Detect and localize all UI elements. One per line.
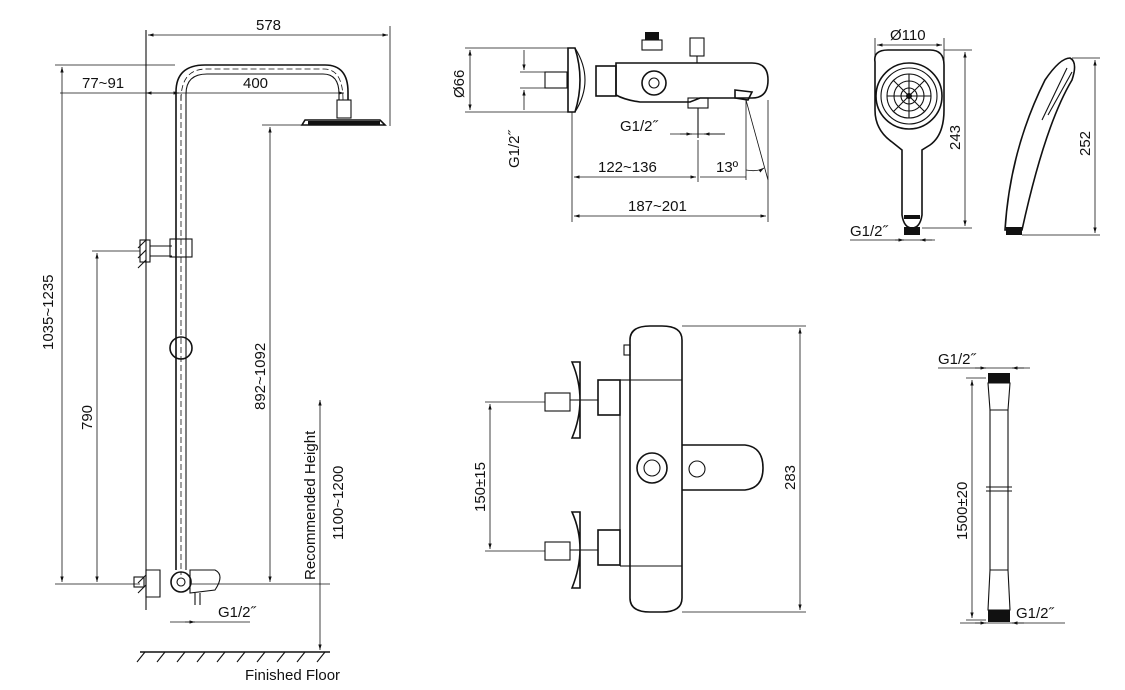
dim-892-1092: 892~1092	[252, 343, 269, 410]
shower-hose-view: G1/2˝ 1500±20 G1/2˝	[938, 351, 1065, 625]
mixer-front-view: 150±15 283	[472, 325, 806, 613]
hand-shower-view: Ø110 243 252 G1/2˝	[850, 27, 1100, 242]
dim-hose-top-thread: G1/2˝	[938, 351, 977, 368]
dim-77-91: 77~91	[82, 75, 124, 92]
dim-243: 243	[947, 125, 964, 150]
dim-hand-thread: G1/2˝	[850, 223, 889, 240]
floor-hatch	[136, 651, 326, 663]
dim-283: 283	[782, 465, 799, 490]
dim-187-201: 187~201	[628, 198, 687, 215]
dim-400: 400	[243, 75, 268, 92]
spray-pattern	[886, 73, 932, 119]
dim-1500-20: 1500±20	[954, 482, 971, 540]
dim-252: 252	[1077, 131, 1094, 156]
shower-column-view: 578 77~91 400 1035~1235 790 892~1092 Rec…	[40, 17, 391, 684]
dim-angle-13: 13º	[716, 159, 739, 176]
mixer-side-view: Ø66 G1/2˝ G1/2˝ 122~136 13º 187~201	[451, 32, 769, 222]
finished-floor-label: Finished Floor	[245, 667, 340, 684]
dim-outlet-thread: G1/2˝	[620, 118, 659, 135]
recommended-height-label: Recommended Height	[302, 430, 319, 580]
dim-diameter-66: Ø66	[451, 70, 468, 98]
dim-578: 578	[256, 17, 281, 34]
dim-1035-1235: 1035~1235	[40, 275, 57, 351]
dim-150-15: 150±15	[472, 462, 489, 512]
dim-diameter-110: Ø110	[890, 27, 926, 44]
dim-side-thread: G1/2˝	[506, 129, 523, 168]
recommended-height-value: 1100~1200	[330, 466, 347, 540]
dim-hose-bottom-thread: G1/2˝	[1016, 605, 1055, 622]
dim-122-136: 122~136	[598, 159, 657, 176]
dim-inlet-thread: G1/2˝	[218, 604, 257, 621]
dim-790: 790	[79, 405, 96, 430]
